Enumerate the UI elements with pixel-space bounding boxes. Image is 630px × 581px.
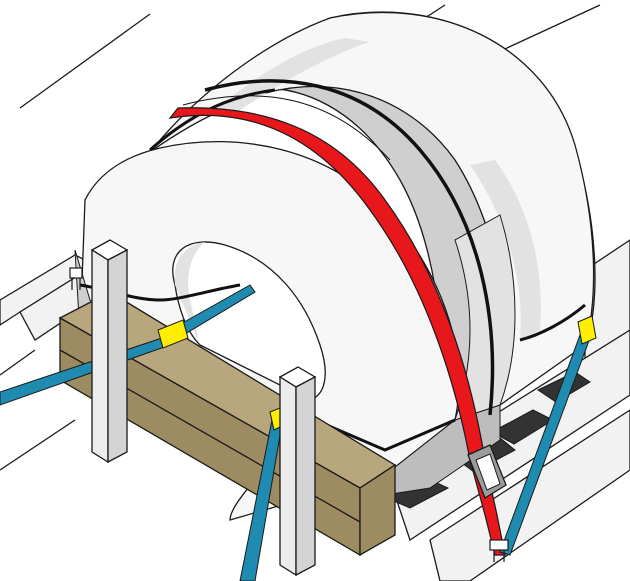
strap-ratchet-buckle: [467, 444, 507, 499]
stanchion-posts: [90, 239, 317, 577]
anchor-hooks: [69, 267, 509, 562]
red-strap: [168, 107, 506, 556]
